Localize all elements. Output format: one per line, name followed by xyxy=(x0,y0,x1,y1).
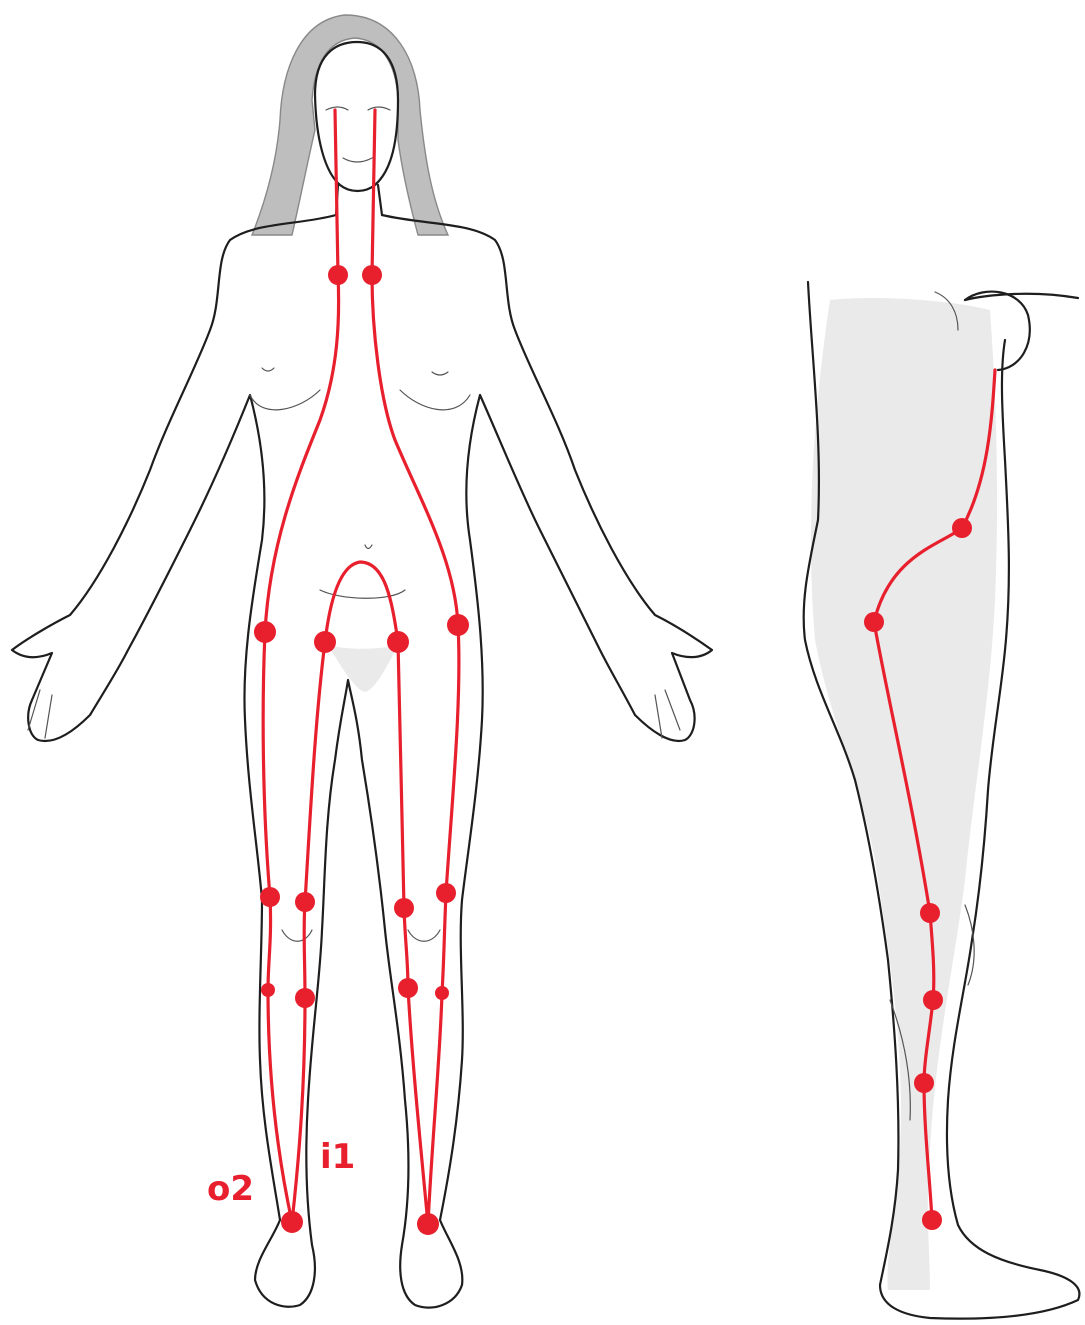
point-knee-outer-right xyxy=(436,883,456,903)
pelvis-shading xyxy=(328,645,398,692)
point-ankle-left xyxy=(281,1211,303,1233)
point-ankle-right xyxy=(417,1213,439,1235)
side-leg-figure xyxy=(804,282,1080,1319)
point-hip-left xyxy=(254,621,276,643)
point-side-shin xyxy=(923,990,943,1010)
point-side-ankle xyxy=(922,1210,942,1230)
point-groin-right xyxy=(387,631,409,653)
front-body-outline xyxy=(12,215,712,1308)
front-body-figure xyxy=(12,15,712,1308)
face-outline xyxy=(315,42,398,191)
point-hip-right xyxy=(447,614,469,636)
point-shin-inner-left xyxy=(295,988,315,1008)
point-chest-left xyxy=(328,265,348,285)
outer-path-left xyxy=(263,110,338,1222)
point-knee-inner-left xyxy=(295,892,315,912)
point-side-thigh xyxy=(864,612,884,632)
label-outer-path: o2 xyxy=(207,1169,254,1209)
label-inner-path: i1 xyxy=(320,1137,355,1177)
point-side-lower-shin xyxy=(914,1073,934,1093)
point-side-knee xyxy=(920,903,940,923)
point-knee-inner-right xyxy=(394,898,414,918)
hair xyxy=(252,15,448,235)
point-knee-outer-left xyxy=(260,887,280,907)
point-chest-right xyxy=(362,265,382,285)
point-groin-left xyxy=(314,631,336,653)
point-shin-outer-right xyxy=(435,986,449,1000)
point-shin-inner-right xyxy=(398,978,418,998)
point-shin-outer-left xyxy=(261,983,275,997)
point-side-hip xyxy=(952,518,972,538)
